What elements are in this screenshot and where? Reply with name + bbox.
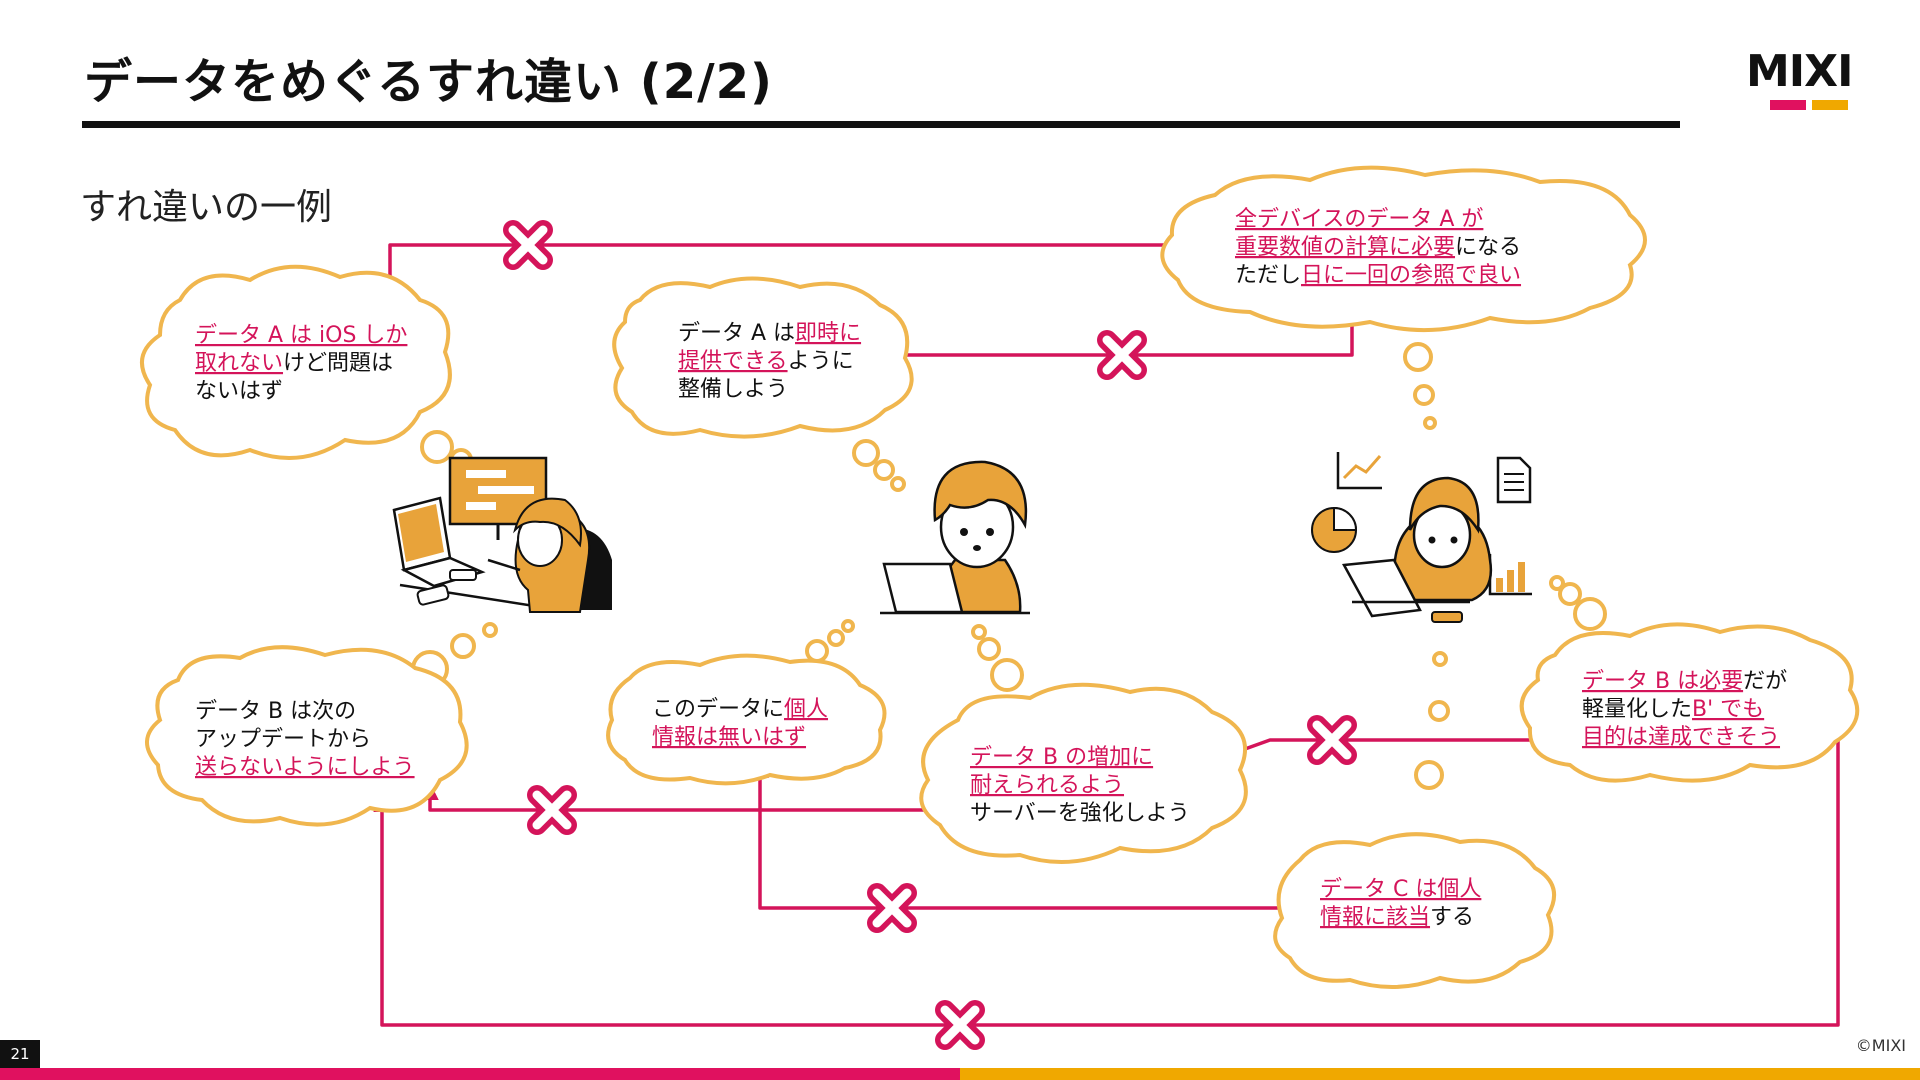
chart-icon (1336, 452, 1382, 490)
tc-l3: 整備しよう (678, 377, 788, 402)
svg-text:軽量化したB' でも: 軽量化したB' でも (1582, 697, 1764, 722)
bcl-l2: 情報は無いはず (652, 725, 806, 750)
x-mark-2 (1097, 330, 1147, 380)
x-mark-3 (527, 785, 577, 835)
br-l1a: データ B は必要 (1582, 669, 1743, 694)
svg-text:情報に該当する: 情報に該当する (1320, 905, 1474, 930)
cloud-top-left (140, 264, 452, 460)
arrow-centerleft-centerright (751, 760, 1309, 917)
svg-text:サーバーを強化しよう: サーバーを強化しよう (970, 801, 1190, 826)
tr-l2b: になる (1455, 235, 1521, 260)
bubble-text-top-center: データ A は即時に 提供できるように 整備しよう (678, 321, 861, 402)
cloud-bottom-center-left (606, 653, 887, 786)
x-mark-4 (1307, 715, 1357, 765)
bubble-text-bottom-center-right: データ C は個人 情報に該当する (1320, 877, 1481, 930)
tc-l2a: 提供できる (678, 349, 788, 374)
bl-l2: アップデートから (195, 727, 371, 752)
svg-text:耐えられるよう: 耐えられるよう (970, 773, 1124, 798)
tc-l1a: データ A は (678, 321, 795, 346)
tl-l3: ないはず (195, 379, 283, 404)
cloud-bottom-right (1519, 622, 1860, 783)
bar-chart-icon (1488, 554, 1532, 596)
bcl-l1b: 個人 (784, 697, 828, 722)
x-mark-5 (867, 883, 917, 933)
bl-l3: 送らないようにしよう (195, 755, 415, 780)
cloud-bottom-center (919, 682, 1248, 864)
tr-l3a: ただし (1235, 263, 1301, 288)
footer-bar-red (0, 1068, 960, 1080)
svg-text:送らないようにしよう: 送らないようにしよう (195, 755, 415, 780)
bc-l1: データ B の増加に (970, 745, 1153, 770)
page-number: 21 (0, 1040, 40, 1068)
bcl-l1a: このデータに (652, 697, 784, 722)
bcr-l2a: 情報に該当 (1320, 905, 1430, 930)
bl-l1: データ B は次の (195, 699, 356, 724)
x-mark-6 (935, 1000, 985, 1050)
tc-l2b: ように (788, 349, 854, 374)
br-l2a: 軽量化した (1582, 697, 1692, 722)
cloud-bottom-left (145, 645, 469, 827)
tl-l2b: けど問題は (283, 351, 393, 376)
bubble-text-top-right: 全デバイスのデータ A が 重要数値の計算に必要になる ただし日に一回の参照で良… (1235, 207, 1521, 288)
svg-text:取れないけど問題は: 取れないけど問題は (195, 351, 393, 376)
svg-text:データ B の増加に: データ B の増加に (970, 745, 1153, 770)
x-mark-1 (503, 220, 553, 270)
tc-l1b: 即時に (795, 321, 861, 346)
title-rule (82, 121, 1680, 128)
tr-l2a: 重要数値の計算に必要 (1235, 235, 1455, 260)
br-l1b: だが (1743, 669, 1787, 694)
logo-bar-red (1770, 100, 1806, 110)
copyright: ©MIXI (1855, 1036, 1906, 1055)
tr-l1: 全デバイスのデータ A が (1235, 207, 1483, 232)
bubble-text-top-left: データ A は iOS しか 取れないけど問題は ないはず (195, 323, 407, 404)
cloud-bottom-center-right (1273, 832, 1557, 989)
slide-subtitle: すれ違いの一例 (80, 187, 333, 228)
tr-l3b: 日に一回の参照で良い (1301, 263, 1521, 288)
bubble-text-bottom-center-left: このデータに個人 情報は無いはず (652, 697, 828, 750)
person-engineer (392, 456, 612, 613)
br-l2b: B' でも (1692, 697, 1764, 722)
bubble-text-bottom-right: データ B は必要だが 軽量化したB' でも 目的は達成できそう (1582, 669, 1787, 750)
svg-text:ないはず: ないはず (195, 379, 283, 404)
br-l3: 目的は達成できそう (1582, 725, 1780, 750)
svg-text:ただし日に一回の参照で良い: ただし日に一回の参照で良い (1235, 263, 1521, 288)
cloud-top-center (612, 276, 914, 439)
svg-text:データ B は次の: データ B は次の (195, 699, 356, 724)
bcr-l1: データ C は個人 (1320, 877, 1481, 902)
svg-text:アップデートから: アップデートから (195, 727, 371, 752)
bc-l2: 耐えられるよう (970, 773, 1124, 798)
bubble-text-bottom-left: データ B は次の アップデートから 送らないようにしよう (195, 699, 415, 780)
svg-text:データ B は必要だが: データ B は必要だが (1582, 669, 1787, 694)
svg-text:データ C は個人: データ C は個人 (1320, 877, 1481, 902)
footer-bar-orange (960, 1068, 1920, 1080)
arrow-bottomleft-bottomcenter (421, 782, 962, 819)
person-analyst (1311, 452, 1532, 623)
bcr-l2b: する (1430, 905, 1474, 930)
laptop-icon (392, 496, 486, 588)
svg-text:情報は無いはず: 情報は無いはず (652, 725, 806, 750)
slide-title: データをめぐるすれ違い (2/2) (84, 54, 773, 110)
tl-l1a: データ A は iOS しか (195, 323, 407, 348)
logo-bar-orange (1812, 100, 1848, 110)
mixi-logo: MIXI (1746, 50, 1872, 116)
person-developer (880, 460, 1030, 615)
svg-text:データ A は即時に: データ A は即時に (678, 321, 861, 346)
svg-text:提供できるように: 提供できるように (678, 349, 854, 374)
bubble-text-bottom-center: データ B の増加に 耐えられるよう サーバーを強化しよう (970, 745, 1190, 826)
arrow-bottomcenter-bottomright (1191, 731, 1566, 771)
svg-text:整備しよう: 整備しよう (678, 377, 788, 402)
tl-l2a: 取れない (195, 351, 283, 376)
logo-text: MIXI (1746, 46, 1853, 97)
svg-text:目的は達成できそう: 目的は達成できそう (1582, 725, 1780, 750)
svg-text:このデータに個人: このデータに個人 (652, 697, 828, 722)
bc-l3: サーバーを強化しよう (970, 801, 1190, 826)
cloud-top-right (1160, 165, 1647, 333)
svg-text:データ A は iOS しか: データ A は iOS しか (195, 323, 407, 348)
pie-chart-icon (1311, 506, 1358, 553)
svg-text:重要数値の計算に必要になる: 重要数値の計算に必要になる (1235, 235, 1521, 260)
svg-text:全デバイスのデータ A が: 全デバイスのデータ A が (1235, 207, 1483, 232)
document-icon (1496, 456, 1532, 504)
